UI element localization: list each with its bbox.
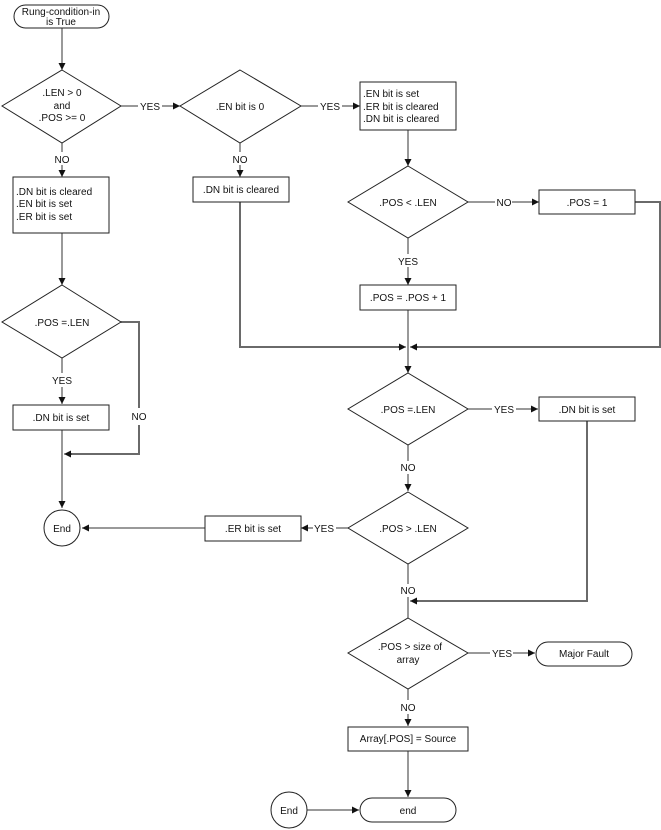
node-process-array-store: Array[.POS] = Source	[347, 726, 469, 752]
label-no-6: NO	[401, 586, 416, 597]
node-process-pos-inc: .POS = .POS + 1	[359, 284, 457, 311]
svg-text:.EN bit is set: .EN bit is set	[16, 199, 72, 210]
node-process-pos-1: .POS = 1	[538, 189, 636, 215]
svg-text:End: End	[280, 806, 298, 817]
node-decision-pos-gt-len: .POS > .LEN	[347, 491, 469, 565]
label-no-4: NO	[132, 412, 147, 423]
svg-text:Rung-condition-in: Rung-condition-in	[22, 7, 100, 18]
svg-text:.POS > size of: .POS > size of	[378, 642, 442, 653]
label-yes-4: YES	[52, 376, 72, 387]
node-decision-pos-lt-len: .POS < .LEN	[347, 165, 469, 239]
node-terminator-major-fault: Major Fault	[535, 641, 633, 667]
svg-text:.ER bit is set: .ER bit is set	[225, 524, 281, 535]
label-no-3: NO	[497, 198, 512, 209]
label-no-2: NO	[233, 155, 248, 166]
svg-text:.POS < .LEN: .POS < .LEN	[379, 198, 437, 209]
edge-dn-cleared-to-merge	[239, 202, 403, 348]
node-process-dn-set-right: .DN bit is set	[538, 396, 636, 422]
label-yes-1: YES	[140, 102, 160, 113]
label-yes-3: YES	[398, 257, 418, 268]
svg-text:.POS =.LEN: .POS =.LEN	[381, 405, 436, 416]
svg-text:.DN bit is cleared: .DN bit is cleared	[16, 187, 92, 198]
node-decision-len-pos: .LEN > 0 and .POS >= 0	[1, 69, 122, 144]
connectors	[62, 28, 661, 814]
svg-text:Array[.POS] = Source: Array[.POS] = Source	[360, 734, 457, 745]
label-yes-2: YES	[320, 102, 340, 113]
node-decision-en-zero: .EN bit is 0	[179, 69, 302, 144]
svg-text:.POS =.LEN: .POS =.LEN	[35, 318, 90, 329]
svg-text:.DN bit is cleared: .DN bit is cleared	[363, 114, 439, 125]
node-end-circle-2: End	[270, 791, 308, 829]
svg-text:array: array	[397, 655, 420, 666]
label-yes-7: YES	[492, 649, 512, 660]
svg-text:.POS = 1: .POS = 1	[567, 198, 608, 209]
edge-pos-1-to-merge	[413, 201, 661, 348]
svg-text:.POS > .LEN: .POS > .LEN	[379, 524, 437, 535]
edge-labels: YES NO YES NO NO YES YES NO YES NO YES N…	[52, 102, 514, 714]
label-yes-6: YES	[314, 524, 334, 535]
svg-text:.POS = .POS + 1: .POS = .POS + 1	[370, 293, 447, 304]
svg-text:.DN bit is set: .DN bit is set	[559, 405, 616, 416]
node-process-dn-cleared: .DN bit is cleared	[192, 176, 290, 203]
label-no-1: NO	[55, 155, 70, 166]
svg-text:.EN bit is set: .EN bit is set	[363, 89, 419, 100]
svg-text:Major Fault: Major Fault	[559, 649, 609, 660]
svg-text:.EN bit is 0: .EN bit is 0	[216, 102, 265, 113]
svg-text:end: end	[400, 806, 417, 817]
node-process-en-set: .EN bit is set .ER bit is cleared .DN bi…	[359, 81, 457, 131]
node-terminator-end: end	[359, 797, 457, 823]
node-process-er-set: .ER bit is set	[204, 515, 302, 542]
label-no-5: NO	[401, 463, 416, 474]
node-start: Rung-condition-in is True	[13, 4, 110, 29]
node-decision-pos-gt-size: .POS > size of array	[347, 617, 469, 690]
svg-text:.ER bit is cleared: .ER bit is cleared	[363, 102, 439, 113]
node-process-err-bits: .DN bit is cleared .EN bit is set .ER bi…	[12, 176, 110, 234]
svg-text:is True: is True	[46, 17, 76, 28]
node-decision-pos-eq-len: .POS =.LEN	[347, 372, 469, 446]
svg-text:.DN bit is set: .DN bit is set	[33, 413, 90, 424]
svg-text:.LEN > 0: .LEN > 0	[42, 88, 82, 99]
svg-text:.DN bit is cleared: .DN bit is cleared	[203, 185, 279, 196]
svg-text:.POS >= 0: .POS >= 0	[39, 113, 86, 124]
node-decision-pos-eq-len-left: .POS =.LEN	[1, 284, 122, 359]
label-no-7: NO	[401, 703, 416, 714]
svg-text:and: and	[54, 101, 71, 112]
label-yes-5: YES	[494, 405, 514, 416]
node-process-dn-set-left: .DN bit is set	[12, 404, 110, 431]
node-end-circle-1: End	[43, 509, 81, 547]
edge-dn-set-right-to-merge	[414, 421, 588, 602]
svg-text:.ER bit is set: .ER bit is set	[16, 212, 72, 223]
edge-pos-eq-len-left-no	[68, 321, 140, 455]
svg-text:End: End	[53, 524, 71, 535]
